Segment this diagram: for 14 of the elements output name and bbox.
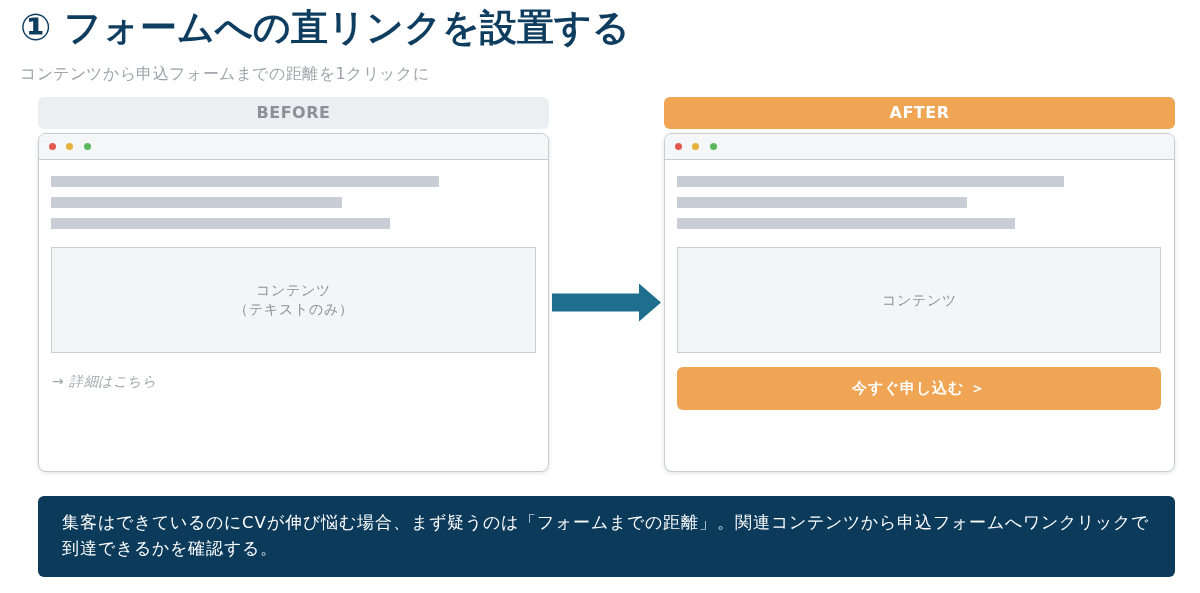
browser-window [38,133,549,472]
summary-banner: 集客はできているのにCVが伸び悩む場合、まず疑うのは「フォームまでの距離」。関連コンテンツから申込フォームへワンクリックで到達できるかを確認する。 [38,496,1175,577]
cta-button: 今すぐ申し込む ＞ [677,367,1161,410]
title: ① フォームへの直リンクを設置する [20,5,631,51]
arrow [552,283,661,322]
content-label: コンテンツ [256,281,331,300]
subtitle: コンテンツから申込フォームまでの距離を1クリックに [20,63,430,85]
panel-heading: BEFORE [38,97,549,129]
browser-window [664,133,1175,472]
panel-heading: AFTER [664,97,1175,129]
content-area: コンテンツ [677,247,1161,353]
link-text: → 詳細はこちら [52,372,157,391]
content-note: （テキストのみ） [233,300,354,319]
content-area [51,247,536,353]
